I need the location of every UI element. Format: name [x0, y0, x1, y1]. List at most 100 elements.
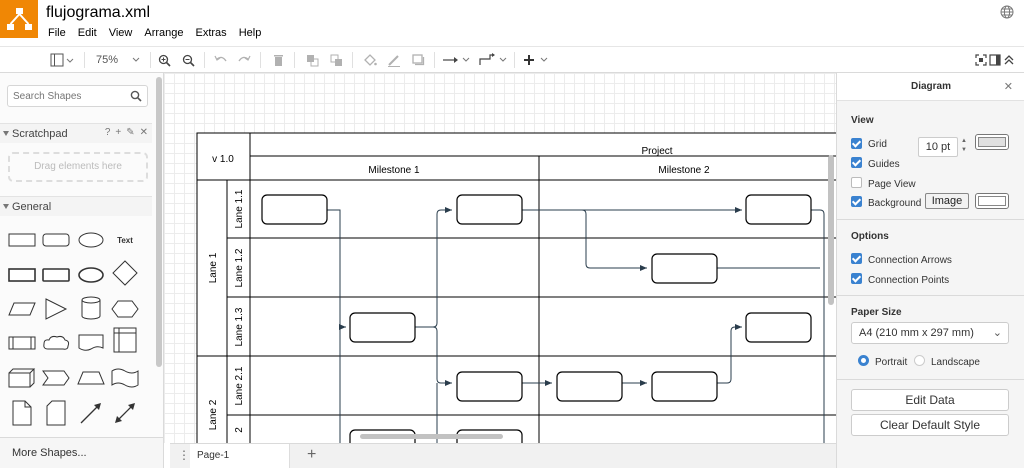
fullscreen-button[interactable]	[974, 51, 988, 69]
edit-data-button[interactable]: Edit Data	[851, 389, 1009, 411]
insert-dropdown[interactable]	[522, 51, 550, 69]
shape-ellipse[interactable]	[76, 226, 106, 254]
diagram-canvas[interactable]: v 1.0 Project Milestone 1 Milestone 2 La…	[164, 73, 836, 443]
shape-trapezoid[interactable]	[76, 364, 106, 392]
page-view-checkbox[interactable]	[851, 177, 862, 188]
more-shapes-button[interactable]: More Shapes...	[0, 437, 163, 468]
shape-diamond[interactable]	[110, 259, 140, 287]
shape-triangle[interactable]	[41, 295, 71, 323]
scratchpad-header[interactable]: Scratchpad ? + ✎ ✕	[0, 123, 152, 143]
general-header[interactable]: General	[0, 196, 152, 216]
plus-icon[interactable]: +	[115, 127, 122, 138]
menu-extras[interactable]: Extras	[195, 27, 227, 39]
guides-label: Guides	[868, 159, 900, 170]
connection-arrows-checkbox[interactable]	[851, 253, 862, 264]
project-label: Project	[641, 146, 672, 157]
lane-1-2-label: Lane 1.2	[234, 248, 245, 287]
delete-button[interactable]	[270, 51, 286, 69]
sidebar-panel-icon	[989, 54, 1001, 66]
milestone-1-label: Milestone 1	[368, 165, 420, 176]
add-page-icon[interactable]: +	[307, 446, 317, 463]
menu-help[interactable]: Help	[238, 27, 262, 39]
chevron-down-icon	[3, 204, 9, 209]
shape-cube[interactable]	[7, 364, 37, 392]
portrait-radio[interactable]	[858, 355, 869, 366]
grid-checkbox[interactable]	[851, 138, 862, 149]
connection-points-checkbox[interactable]	[851, 273, 862, 284]
help-icon[interactable]: ?	[104, 127, 111, 138]
view-panels-button[interactable]	[48, 51, 76, 69]
shape-text[interactable]: Text	[110, 226, 140, 254]
shape-hexagon[interactable]	[110, 295, 140, 323]
fill-color-button[interactable]	[362, 51, 378, 69]
close-icon[interactable]: ✕	[1003, 81, 1013, 93]
shape-rounded-box[interactable]	[41, 261, 71, 289]
plus-icon	[524, 55, 548, 65]
shape-parallelogram[interactable]	[7, 295, 37, 323]
line-color-button[interactable]	[386, 51, 402, 69]
language-globe-icon[interactable]	[1000, 5, 1014, 22]
clear-default-style-button[interactable]: Clear Default Style	[851, 414, 1009, 436]
zoom-out-icon	[182, 54, 195, 67]
diagram-swimlane: v 1.0 Project Milestone 1 Milestone 2 La…	[196, 132, 836, 443]
undo-button[interactable]	[212, 51, 228, 69]
shape-note[interactable]	[7, 399, 37, 427]
format-panel-toggle[interactable]	[988, 51, 1002, 69]
menu-arrange[interactable]: Arrange	[144, 27, 184, 39]
landscape-radio[interactable]	[914, 355, 925, 366]
grid-color-swatch[interactable]	[975, 134, 1009, 150]
zoom-dropdown[interactable]: 75%	[92, 51, 142, 69]
zoom-in-button[interactable]	[156, 51, 172, 69]
drawio-logo[interactable]	[0, 0, 38, 38]
shape-search-input[interactable]	[8, 86, 126, 106]
redo-button[interactable]	[236, 51, 252, 69]
shape-cylinder[interactable]	[76, 294, 106, 322]
connection-style-dropdown[interactable]	[442, 51, 470, 69]
page-tab[interactable]: Page-1	[190, 444, 290, 468]
shape-step[interactable]	[41, 364, 71, 392]
shape-document[interactable]	[76, 329, 106, 357]
shape-arrow-line[interactable]	[76, 399, 106, 427]
shape-textbox[interactable]	[7, 261, 37, 289]
menu-file[interactable]: File	[48, 27, 66, 39]
chevron-down-icon: ⌄	[992, 327, 1002, 339]
paper-size-select[interactable]: A4 (210 mm x 297 mm) ⌄	[851, 322, 1009, 344]
shape-internal-storage[interactable]	[110, 326, 140, 354]
background-color-swatch[interactable]	[975, 193, 1009, 209]
canvas-horizontal-scrollbar[interactable]	[360, 434, 503, 439]
grid-size-stepper[interactable]: ▲▼	[961, 138, 967, 153]
search-icon[interactable]	[130, 90, 142, 105]
collapse-toolbar-button[interactable]	[1002, 51, 1016, 69]
pencil-icon[interactable]: ✎	[126, 127, 135, 138]
shape-bidirectional-arrow[interactable]	[110, 399, 140, 427]
background-checkbox[interactable]	[851, 196, 862, 207]
close-icon[interactable]: ✕	[139, 127, 148, 138]
shape-rectangle[interactable]	[7, 226, 37, 254]
to-front-button[interactable]	[304, 51, 320, 69]
shape-card[interactable]	[41, 399, 71, 427]
shadow-button[interactable]	[410, 51, 426, 69]
shape-process[interactable]	[7, 329, 37, 357]
zoom-out-button[interactable]	[180, 51, 196, 69]
shape-ellipse-bold[interactable]	[76, 261, 106, 289]
shape-cloud[interactable]	[41, 329, 71, 357]
pool-2-label: Lane 2	[208, 399, 219, 430]
grid-size-input[interactable]: 10 pt	[918, 137, 958, 157]
background-image-button[interactable]: Image	[925, 193, 969, 209]
scratchpad-dropzone[interactable]: Drag elements here	[8, 152, 148, 182]
menu-view[interactable]: View	[108, 27, 133, 39]
document-title[interactable]: flujograma.xml	[46, 4, 151, 21]
pages-menu-icon[interactable]: ⋮	[178, 448, 190, 462]
zoom-value: 75%	[96, 54, 119, 66]
shapes-sidebar: Scratchpad ? + ✎ ✕ Drag elements here Ge…	[0, 73, 164, 468]
page-tab-label: Page-1	[197, 450, 230, 461]
process-box	[261, 194, 328, 225]
canvas-vertical-scrollbar[interactable]	[828, 155, 834, 305]
waypoints-dropdown[interactable]	[478, 51, 508, 69]
menu-edit[interactable]: Edit	[77, 27, 97, 39]
to-back-button[interactable]	[328, 51, 344, 69]
guides-checkbox[interactable]	[851, 157, 862, 168]
shape-tape[interactable]	[110, 364, 140, 392]
shape-rounded-rectangle[interactable]	[41, 226, 71, 254]
sidebar-scrollbar[interactable]	[156, 77, 162, 367]
